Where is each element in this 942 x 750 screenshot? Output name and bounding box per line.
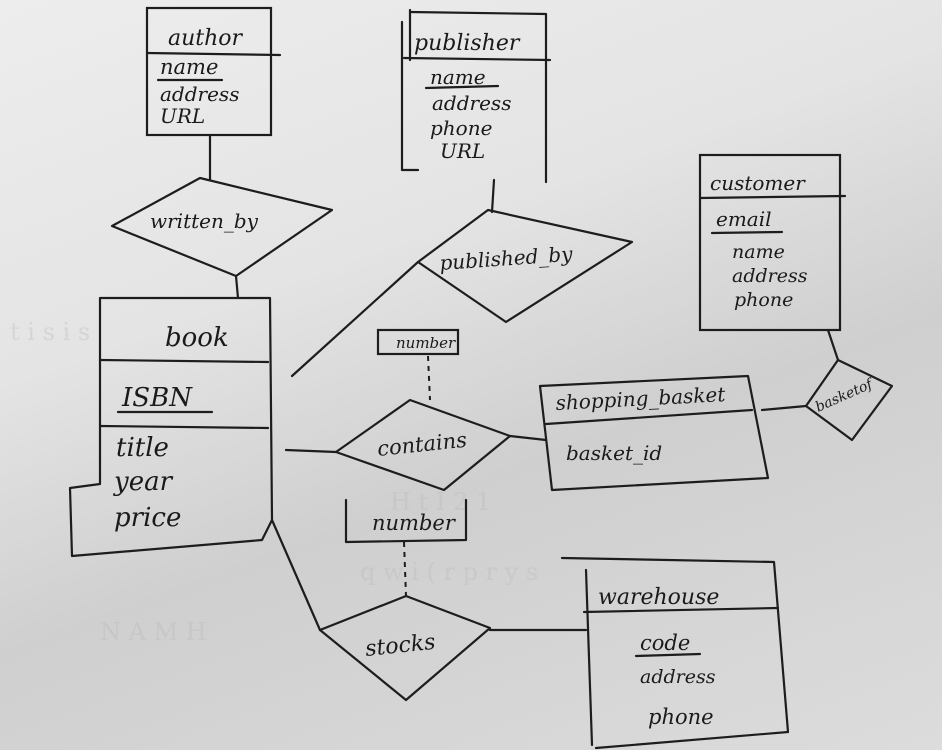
stocks-number-label: number [372, 511, 457, 535]
customer-key-email: email [716, 207, 772, 231]
warehouse-attr-address: address [640, 666, 716, 688]
relationship-published-by: published_by [416, 208, 634, 324]
book-key-isbn: ISBN [121, 383, 193, 413]
book-entity-name: book [165, 323, 229, 353]
publisher-attr-address: address [432, 91, 511, 115]
entity-book: book ISBN title year price [68, 296, 274, 558]
svg-text:t i s i s: t i s i s [10, 318, 90, 346]
attribute-stocks-number: number [344, 498, 468, 597]
book-attr-price: price [114, 503, 181, 533]
author-attr-url: URL [160, 104, 205, 128]
customer-attr-address: address [732, 265, 808, 287]
entity-shopping-basket: shopping_basket basket_id [538, 374, 770, 492]
publisher-attr-url: URL [440, 139, 485, 163]
entity-warehouse: warehouse code address phone [560, 556, 790, 750]
entity-publisher: publisher name address phone URL [400, 8, 552, 184]
publisher-entity-name: publisher [414, 31, 521, 56]
shopping-basket-entity-name: shopping_basket [555, 382, 727, 415]
attribute-contains-number: number [376, 328, 460, 401]
warehouse-attr-phone: phone [648, 705, 714, 729]
book-attr-title: title [116, 433, 169, 463]
svg-text:H t I 2 1: H t I 2 1 [390, 488, 491, 516]
customer-entity-name: customer [710, 171, 806, 195]
publisher-key-name: name [430, 65, 486, 89]
entity-author: author name address URL [145, 6, 282, 137]
written-by-label: written_by [150, 209, 259, 233]
customer-attr-name: name [732, 241, 785, 263]
bleed-through: t i s i s H t I 2 1 q w i ( r p r y s N … [10, 318, 538, 646]
published-by-label: published_by [439, 242, 574, 275]
contains-label: contains [376, 428, 468, 461]
warehouse-entity-name: warehouse [598, 585, 719, 610]
book-attr-year: year [113, 467, 174, 497]
relationship-written-by: written_by [110, 176, 334, 278]
stocks-label: stocks [364, 630, 437, 662]
connector-lines [208, 134, 840, 632]
author-key-name: name [160, 55, 218, 79]
publisher-attr-phone: phone [430, 116, 492, 140]
relationship-contains: contains [334, 398, 512, 492]
author-entity-name: author [168, 26, 244, 51]
contains-number-label: number [396, 334, 456, 352]
author-attr-address: address [160, 82, 239, 106]
svg-text:q w i ( r p r y s: q w i ( r p r y s [360, 558, 538, 586]
customer-attr-phone: phone [734, 289, 793, 311]
relationship-stocks: stocks [318, 594, 492, 702]
relationship-basket-of: basketof [804, 358, 894, 442]
warehouse-key-code: code [640, 631, 690, 655]
entity-customer: customer email name address phone [698, 153, 847, 332]
shopping-basket-key-basket-id: basket_id [566, 441, 662, 465]
svg-text:N A M H: N A M H [100, 618, 207, 646]
